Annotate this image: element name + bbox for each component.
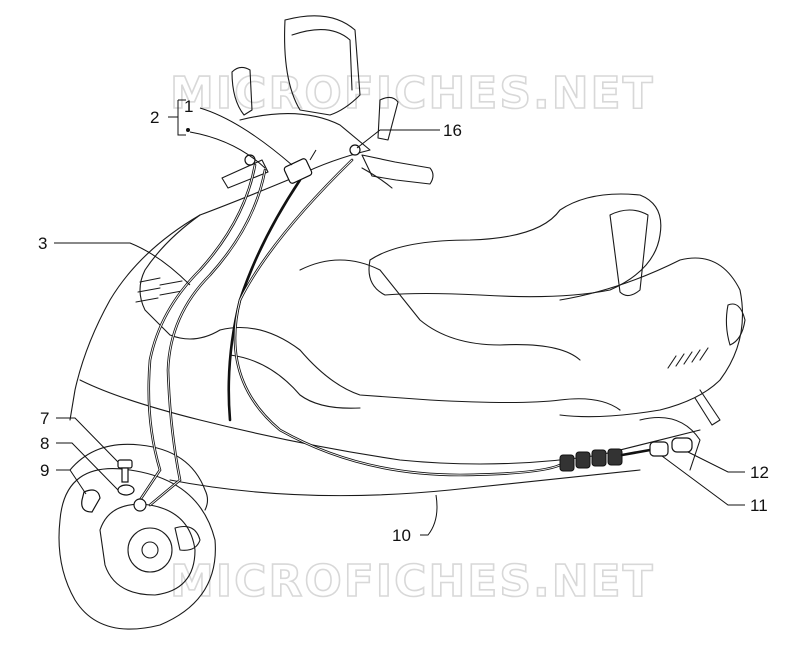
handlebar-right [361, 154, 434, 185]
part-11-sleeve [649, 441, 669, 457]
leader-10 [420, 494, 438, 536]
exhaust [694, 389, 721, 426]
rear-vents [667, 347, 709, 369]
watermark-bottom: MICROFICHES.NET [170, 556, 655, 607]
leader-16 [356, 129, 440, 149]
front-shield [69, 113, 371, 421]
part-12-cap [671, 437, 693, 453]
windscreen-inner [291, 29, 353, 91]
banjo-fitting [133, 498, 147, 512]
callout-2: 2 [150, 108, 159, 127]
front-wheel-outer [58, 468, 216, 630]
rear-body [559, 257, 743, 418]
callout-11: 11 [750, 496, 768, 515]
mirror-right [377, 96, 399, 141]
front-hub-center [141, 541, 159, 559]
parts [81, 144, 693, 513]
shield-vents [135, 277, 183, 303]
watermark-top: MICROFICHES.NET [170, 68, 655, 119]
leader-1-dot [189, 131, 266, 169]
callout-1: 1 [184, 97, 193, 116]
part-10-adjuster [559, 448, 652, 472]
handlebar-left [221, 159, 269, 189]
windscreen [284, 15, 361, 116]
callout-3: 3 [38, 234, 47, 253]
part-9-clip [81, 489, 101, 513]
floor-panel [219, 327, 621, 411]
callout-16: 16 [443, 121, 462, 140]
leader-2 [168, 99, 186, 136]
seat [368, 193, 662, 298]
front-wheel-inner [99, 503, 196, 596]
lower-skirt [169, 469, 641, 497]
scooter-body [58, 15, 746, 630]
leg-shield [139, 214, 221, 340]
front-hub [127, 527, 173, 573]
leader-11 [661, 455, 745, 506]
front-fender [69, 443, 209, 511]
part-8-washer [117, 484, 135, 496]
callout-12: 12 [750, 463, 769, 482]
callout-9: 9 [40, 461, 49, 480]
rear-wheel-arch [639, 416, 701, 471]
callout-labels: 2 1 16 3 7 8 9 10 11 12 [38, 97, 769, 545]
tunnel [299, 259, 581, 361]
part-7-bolt [117, 459, 133, 483]
cables [138, 158, 562, 507]
leaders [54, 99, 745, 536]
leader-3 [54, 242, 191, 286]
leader-12 [687, 451, 745, 473]
mirror-left [231, 66, 253, 116]
seat-backrest [609, 209, 649, 297]
leader-1 [199, 107, 293, 166]
callout-7: 7 [40, 409, 49, 428]
brake-lever-right [361, 167, 393, 189]
tail-light [725, 303, 746, 346]
brake-caliper [174, 525, 201, 551]
leader-8 [56, 442, 119, 491]
callout-10: 10 [392, 526, 411, 545]
leader-7 [56, 417, 119, 463]
side-panel [79, 379, 701, 465]
tunnel-lower [229, 354, 361, 409]
leader-9 [56, 469, 87, 495]
callout-8: 8 [40, 434, 49, 453]
